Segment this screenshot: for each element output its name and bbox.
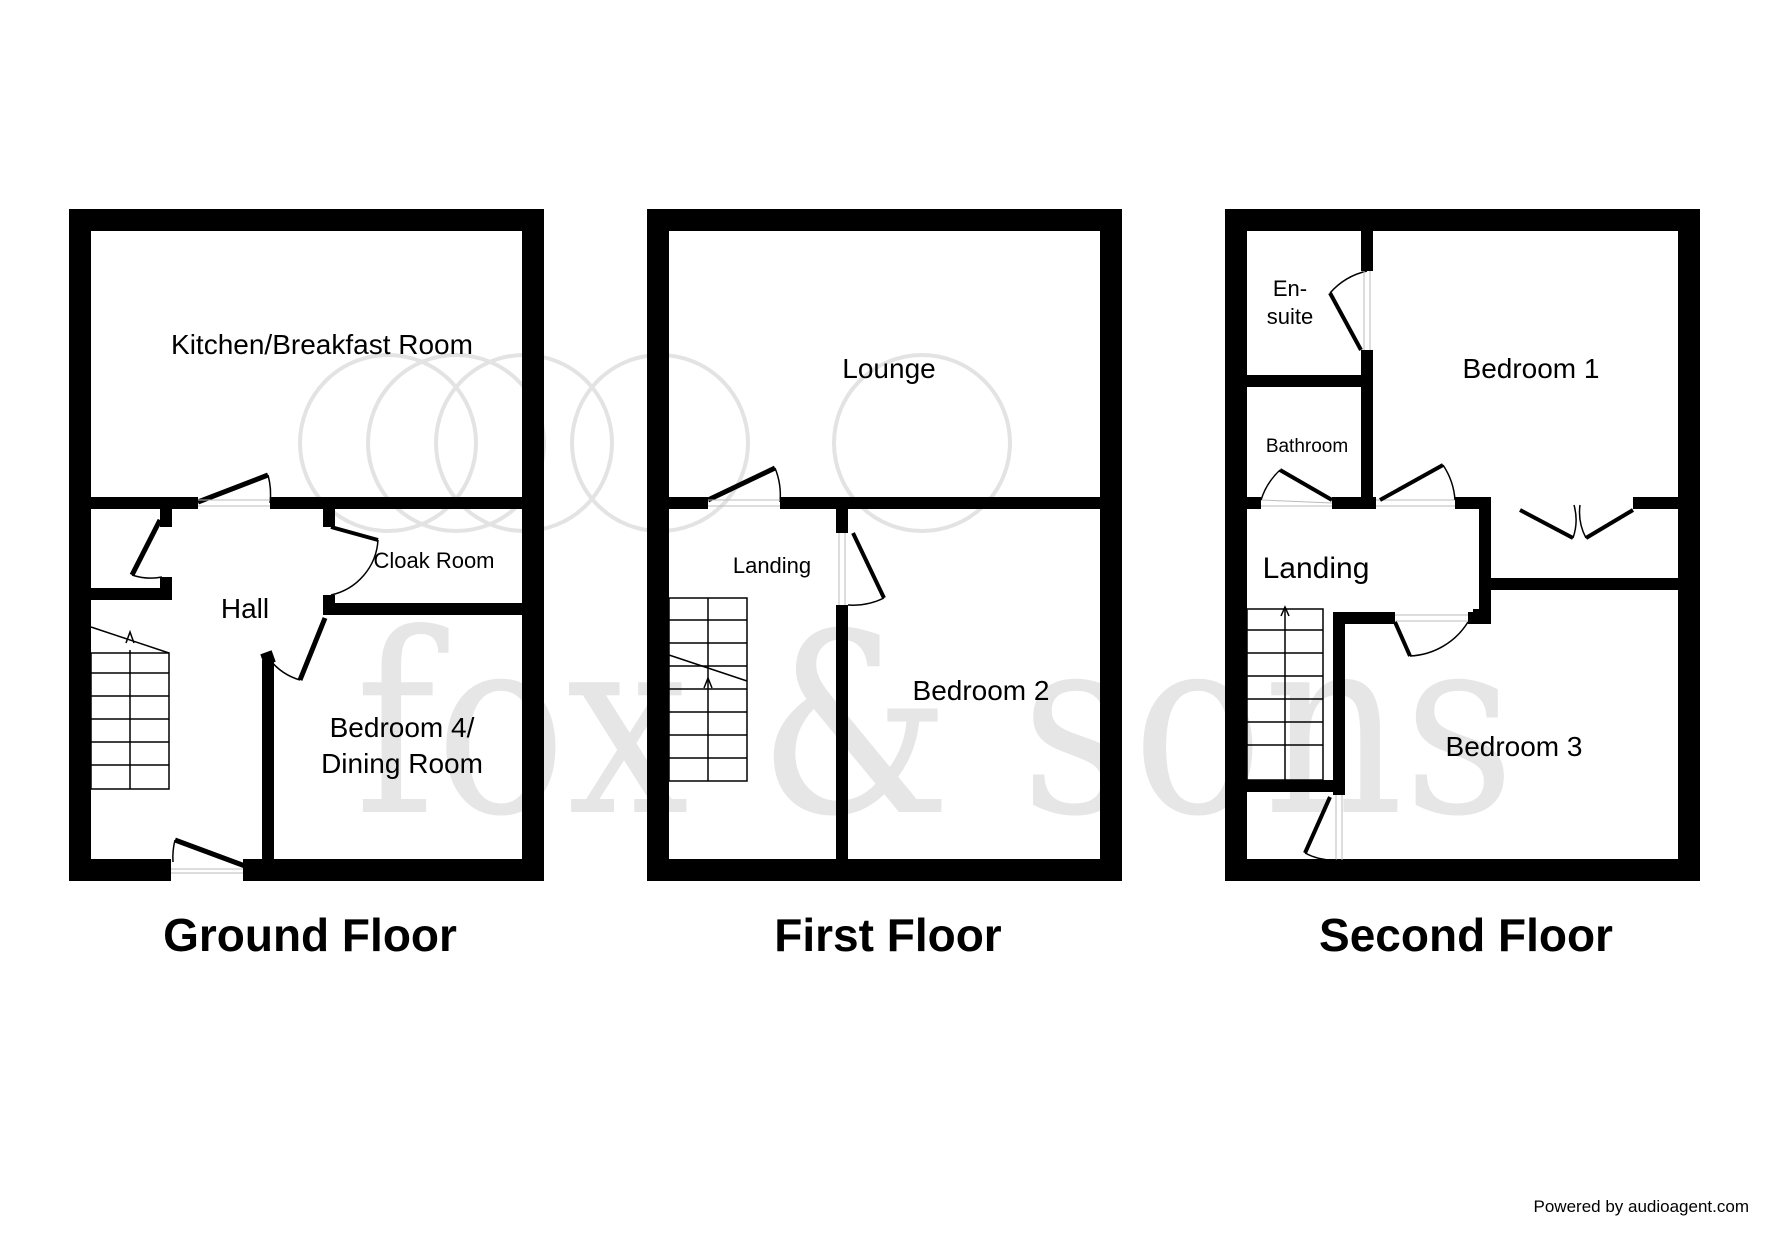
ground-floor-plan xyxy=(69,209,544,881)
first-floor-plan xyxy=(647,209,1122,881)
room-label-lounge: Lounge xyxy=(842,353,935,384)
room-label-landing-first: Landing xyxy=(733,553,811,578)
room-label-landing-second: Landing xyxy=(1263,552,1370,585)
room-label-bedroom-2: Bedroom 2 xyxy=(913,675,1050,706)
room-label-bedroom-1: Bedroom 1 xyxy=(1463,353,1600,384)
room-label-kitchen: Kitchen/Breakfast Room xyxy=(171,329,473,360)
room-label-bedroom-4-line2: Dining Room xyxy=(321,748,483,779)
room-label-bedroom-4-line1: Bedroom 4/ xyxy=(330,712,475,743)
room-label-cloak-room: Cloak Room xyxy=(373,548,494,573)
floor-title-ground: Ground Floor xyxy=(163,909,457,961)
room-label-en-suite-line1: En- xyxy=(1273,276,1307,301)
floor-title-second: Second Floor xyxy=(1319,909,1613,961)
room-label-hall: Hall xyxy=(221,593,269,624)
watermark-text: fox & sons xyxy=(355,580,1515,871)
room-label-en-suite-line2: suite xyxy=(1267,304,1313,329)
room-label-bedroom-3: Bedroom 3 xyxy=(1446,731,1583,762)
room-label-bathroom: Bathroom xyxy=(1266,436,1348,457)
floor-title-first: First Floor xyxy=(774,909,1002,961)
powered-by-credit: Powered by audioagent.com xyxy=(1533,1197,1749,1216)
second-floor-plan xyxy=(1225,209,1700,881)
